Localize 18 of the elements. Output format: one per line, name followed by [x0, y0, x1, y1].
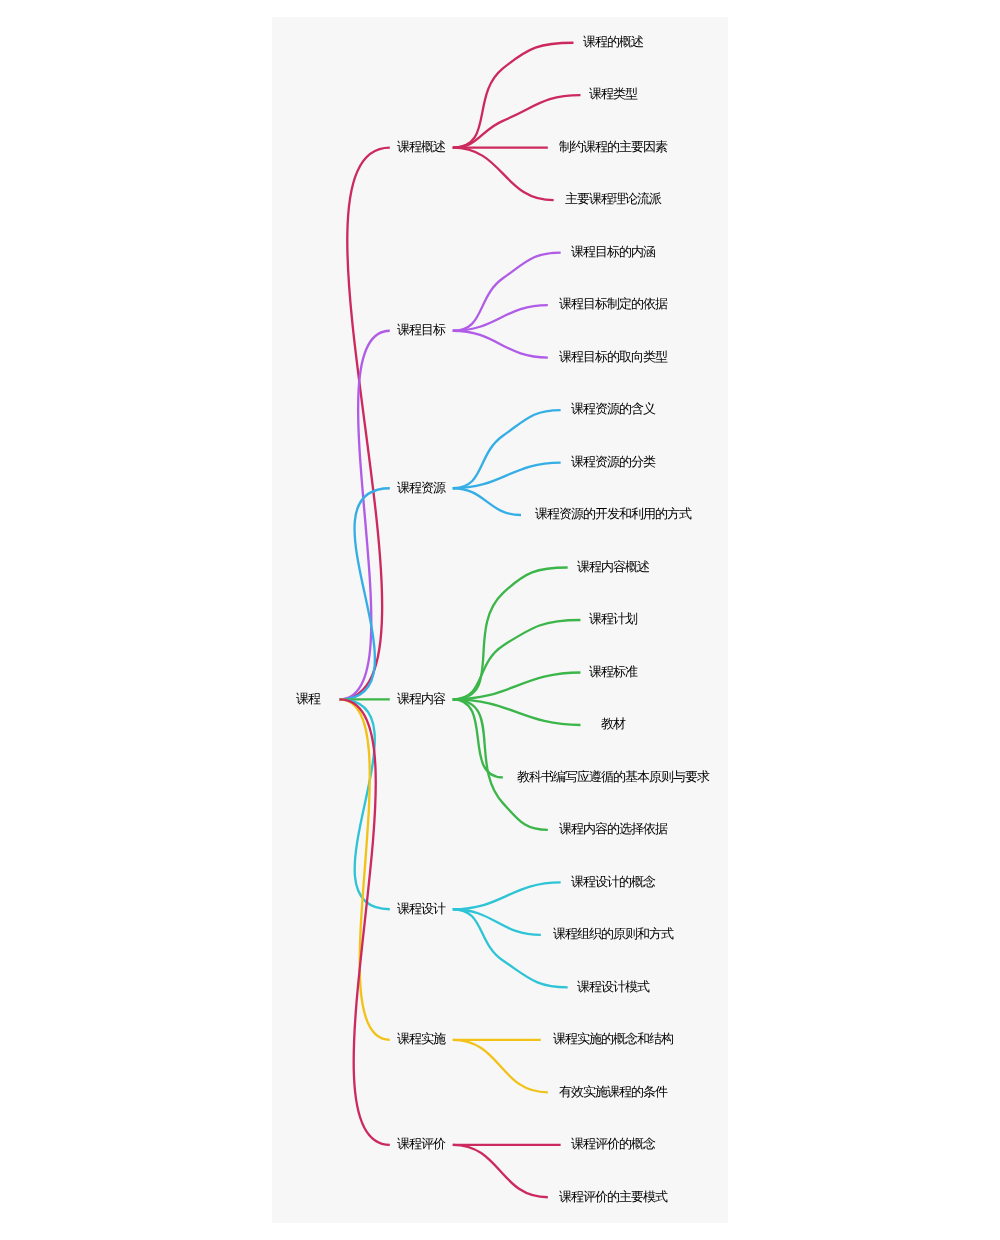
connector	[452, 487, 522, 517]
connector	[339, 487, 391, 701]
connector	[452, 1038, 548, 1094]
connector	[452, 146, 554, 202]
connector	[339, 698, 391, 1146]
connector	[452, 1143, 548, 1199]
connector	[452, 251, 561, 332]
connector	[339, 698, 391, 911]
connector	[339, 146, 391, 701]
connector	[452, 329, 548, 359]
connector	[452, 698, 548, 832]
connector	[452, 698, 504, 779]
connector	[339, 329, 391, 701]
connector	[452, 908, 568, 989]
connector	[452, 94, 581, 149]
connector	[452, 303, 548, 332]
connector	[339, 698, 391, 1041]
connector	[339, 698, 390, 701]
